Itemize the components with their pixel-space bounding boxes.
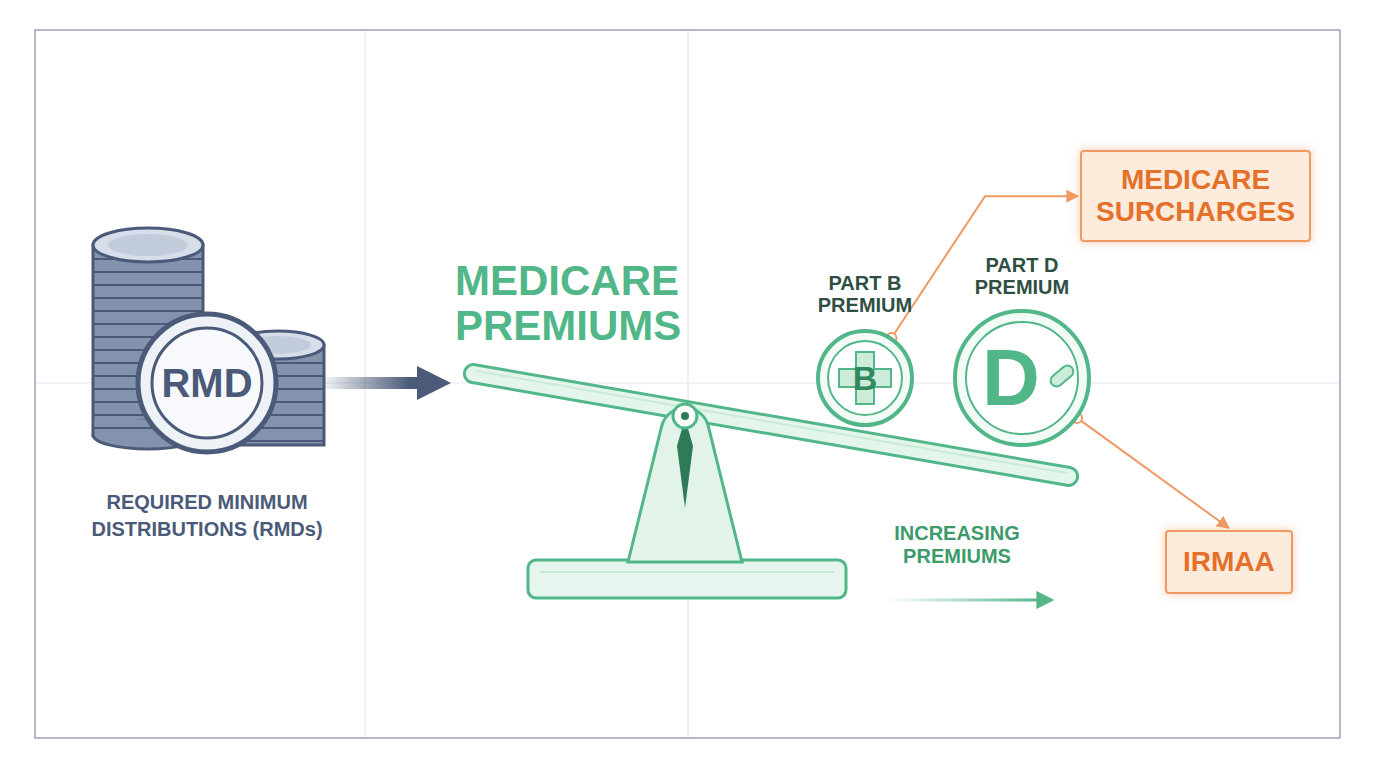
- callout-text: MEDICARE SURCHARGES: [1096, 164, 1295, 228]
- heading: MEDICARE PREMIUMS: [455, 258, 681, 349]
- callout-box: IRMAA: [1165, 530, 1293, 594]
- frame: [35, 30, 1340, 738]
- circle-heading: PART D PREMIUM: [975, 254, 1069, 298]
- circle-heading: PART B PREMIUM: [818, 272, 912, 316]
- caption: REQUIRED MINIMUM DISTRIBUTIONS (RMDs): [52, 489, 362, 543]
- trend-label: INCREASING PREMIUMS: [894, 522, 1020, 568]
- icon-letter: D: [982, 338, 1040, 418]
- grid-lines: [36, 31, 1339, 737]
- coin-label: RMD: [161, 361, 252, 406]
- coin-node: RMDREQUIRED MINIMUM DISTRIBUTIONS (RMDs): [135, 311, 279, 455]
- callout-text: IRMAA: [1183, 546, 1275, 578]
- coin-stacks: [93, 228, 324, 449]
- premium-circle: PART B PREMIUMB: [815, 328, 915, 428]
- leader-arrow: [1077, 418, 1229, 528]
- increasing-arrow: [886, 599, 1040, 602]
- icon-letter: B: [853, 359, 878, 398]
- premium-circle: PART D PREMIUMD: [952, 308, 1092, 448]
- flow-arrow: [324, 377, 417, 389]
- callout-box: MEDICARE SURCHARGES: [1080, 150, 1311, 242]
